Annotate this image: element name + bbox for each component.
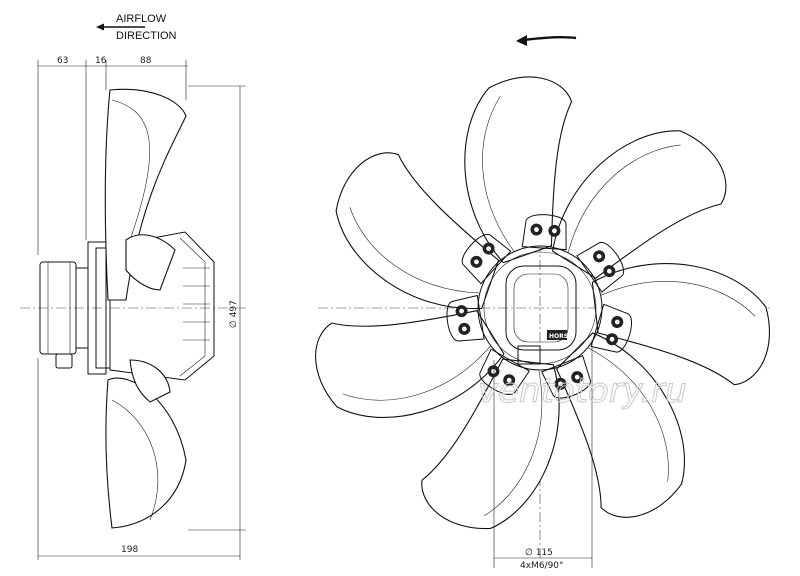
blade-edge-line	[483, 370, 543, 517]
lug-body	[590, 303, 633, 353]
bolt-hole-icon	[609, 336, 615, 342]
lug-body	[446, 294, 485, 342]
blade-outline	[556, 332, 685, 518]
front-blade	[556, 332, 685, 518]
blade-outline	[464, 76, 573, 264]
dim-holes: 4xM6/90°	[520, 561, 564, 571]
bolt-hole-icon	[596, 253, 602, 259]
hub-lug	[446, 294, 485, 342]
airflow-label-line2: DIRECTION	[116, 30, 177, 42]
blade-edge-line	[588, 347, 669, 482]
bolt-hole-icon	[486, 246, 492, 252]
bolt-hole-icon	[558, 381, 563, 387]
brand-logo-text: HORS	[549, 333, 568, 340]
dim-198: 198	[121, 545, 138, 555]
blade-edge-line	[567, 144, 681, 253]
hub-lug	[541, 354, 591, 399]
blade-edge-line	[482, 96, 515, 252]
rotation-arrow-icon	[523, 35, 577, 42]
side-blade-bottom	[105, 377, 187, 529]
front-blade	[335, 152, 500, 310]
hub-lug	[590, 303, 633, 353]
airflow-direction-label: AIRFLOW DIRECTION	[96, 13, 177, 42]
bolt-hole-icon	[574, 374, 580, 380]
front-blade	[591, 263, 770, 386]
rotor-plate	[87, 241, 107, 375]
dim-diameter-497: ∅ 497	[229, 300, 239, 328]
blade-outline	[421, 358, 560, 529]
cable-gland	[55, 353, 73, 369]
bolt-hole-icon	[606, 268, 612, 274]
bolt-hole-icon	[491, 368, 496, 374]
front-view: HORS ∅ 115 4xM6/90° ventotory.ru	[315, 35, 770, 571]
bolt-hole-icon	[459, 308, 464, 314]
hub-lugs	[446, 214, 633, 399]
bolt-hole-icon	[534, 227, 539, 232]
blade-outline	[315, 310, 505, 418]
hub-body	[109, 231, 215, 381]
front-blade	[315, 310, 505, 418]
motor-cover-inner	[513, 273, 569, 343]
bolt-hole-icon	[506, 377, 512, 383]
side-view: 63 16 88 ∅ 497 198	[20, 56, 246, 560]
motor-cover	[505, 265, 577, 351]
blade-edge-line	[342, 345, 491, 401]
blade-edge-line	[349, 207, 480, 294]
front-blade	[421, 358, 560, 529]
blade-edge-line	[601, 281, 756, 317]
bolt-hole-icon	[552, 228, 557, 234]
impeller-blades	[315, 76, 770, 529]
bolt-hole-icon	[461, 326, 467, 332]
terminal-box	[517, 345, 541, 365]
blade-outline	[335, 152, 500, 310]
airflow-label-line1: AIRFLOW	[116, 13, 167, 25]
hub-fins	[179, 237, 206, 377]
blade-outline	[591, 263, 770, 386]
blade-outline	[551, 130, 727, 279]
dim-diameter-115: ∅ 115	[525, 548, 553, 558]
lug-body	[576, 242, 625, 293]
lug-body	[461, 234, 512, 285]
front-blade	[551, 130, 727, 279]
side-blade-edge	[111, 399, 159, 521]
brand-logo	[547, 330, 567, 340]
side-blade-top	[104, 88, 187, 301]
airflow-arrowhead-icon	[96, 23, 104, 31]
watermark: ventotory.ru	[478, 371, 687, 411]
lug-body	[521, 214, 567, 251]
dim-16: 16	[95, 56, 107, 66]
lug-body	[541, 354, 591, 399]
bolt-hole-icon	[474, 259, 479, 265]
side-blade-root	[125, 234, 176, 291]
lug-body	[479, 348, 531, 395]
rotation-arrowhead-icon	[516, 35, 527, 46]
hub-lug	[479, 348, 531, 395]
dim-88: 88	[140, 56, 152, 66]
hub-lug	[461, 234, 512, 285]
hub-lug	[576, 242, 625, 293]
front-blade	[464, 76, 573, 264]
side-blade-root	[129, 359, 171, 403]
bolt-hole-icon	[614, 319, 620, 325]
side-blade-edge	[111, 99, 150, 241]
hub-lug	[521, 214, 567, 251]
hub-outer-circle	[477, 245, 603, 371]
dim-63: 63	[57, 56, 68, 66]
